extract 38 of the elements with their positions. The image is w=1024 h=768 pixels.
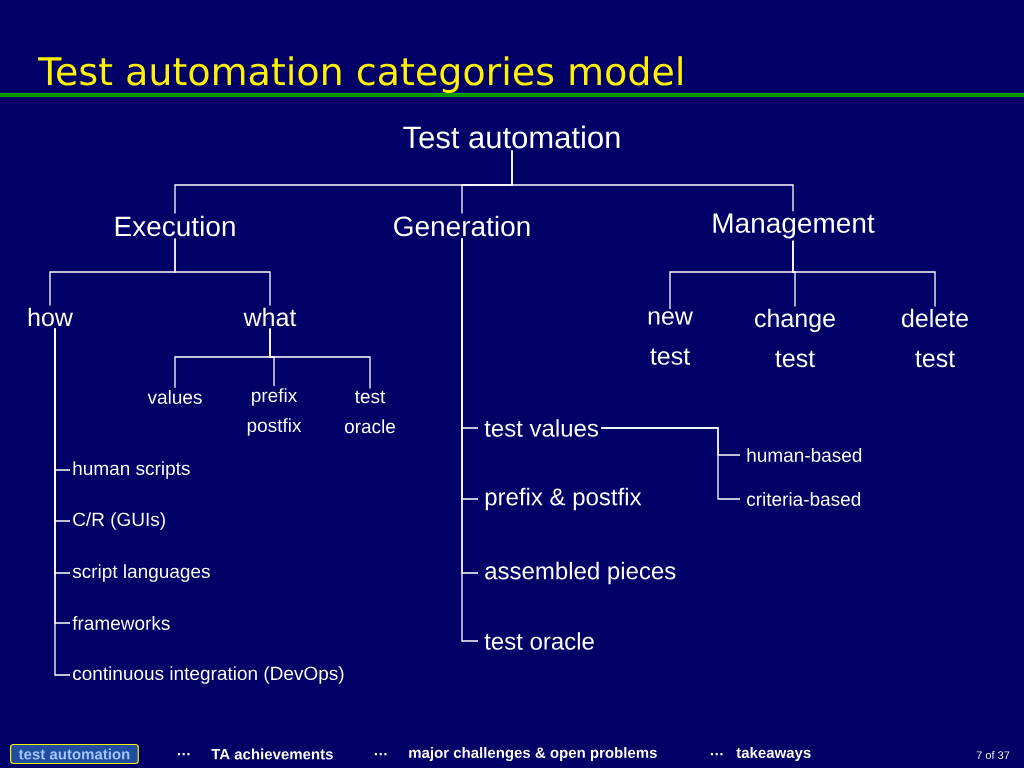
tree-connector	[511, 149, 794, 212]
tree-label: test oracle	[484, 632, 594, 650]
nav-button: test automation	[10, 743, 139, 765]
nav-ellipsis: …	[177, 752, 190, 756]
tree-label: prefix & postfix	[485, 487, 642, 511]
tree-label: change test	[755, 308, 835, 368]
nav-link: TA achievements	[211, 748, 333, 760]
tree-label: Test automation	[403, 125, 620, 149]
tree-label: C/R (GUIs)	[73, 512, 165, 530]
nav-ellipsis: …	[374, 752, 387, 756]
tree-label: test values	[484, 419, 599, 437]
nav-ellipsis: …	[710, 752, 723, 756]
tree-connector	[461, 237, 479, 642]
tree-label: human scripts	[73, 461, 190, 479]
slide-title: Test automation categories model	[38, 56, 682, 93]
tree-connector	[792, 240, 936, 308]
tree-label: how	[28, 307, 73, 327]
nav-link: takeaways	[736, 747, 811, 761]
tree-label: continuous integration (DevOps)	[73, 666, 344, 684]
tree-connector	[174, 237, 271, 307]
tree-label: new test	[648, 311, 693, 365]
tree-label: delete test	[902, 308, 968, 368]
tree-label: Generation	[394, 215, 530, 237]
tree-connector	[600, 427, 741, 500]
tree-label: Execution	[115, 215, 235, 237]
tree-label: prefix postfix	[247, 388, 302, 436]
nav-link: major challenges & open problems	[409, 747, 657, 762]
tree-label: Management	[713, 213, 875, 239]
page-number: 7 of 37	[976, 751, 1010, 760]
tree-label: criteria-based	[747, 492, 861, 506]
tree-label: script languages	[72, 564, 210, 582]
tree-label: what	[243, 307, 297, 327]
tree-label: values	[147, 390, 202, 404]
tree-label: test oracle	[344, 390, 396, 434]
tree-label: frameworks	[72, 616, 170, 630]
tree-connector	[269, 327, 371, 390]
tree-label: human-based	[747, 448, 862, 462]
tree-label: assembled pieces	[485, 561, 676, 585]
